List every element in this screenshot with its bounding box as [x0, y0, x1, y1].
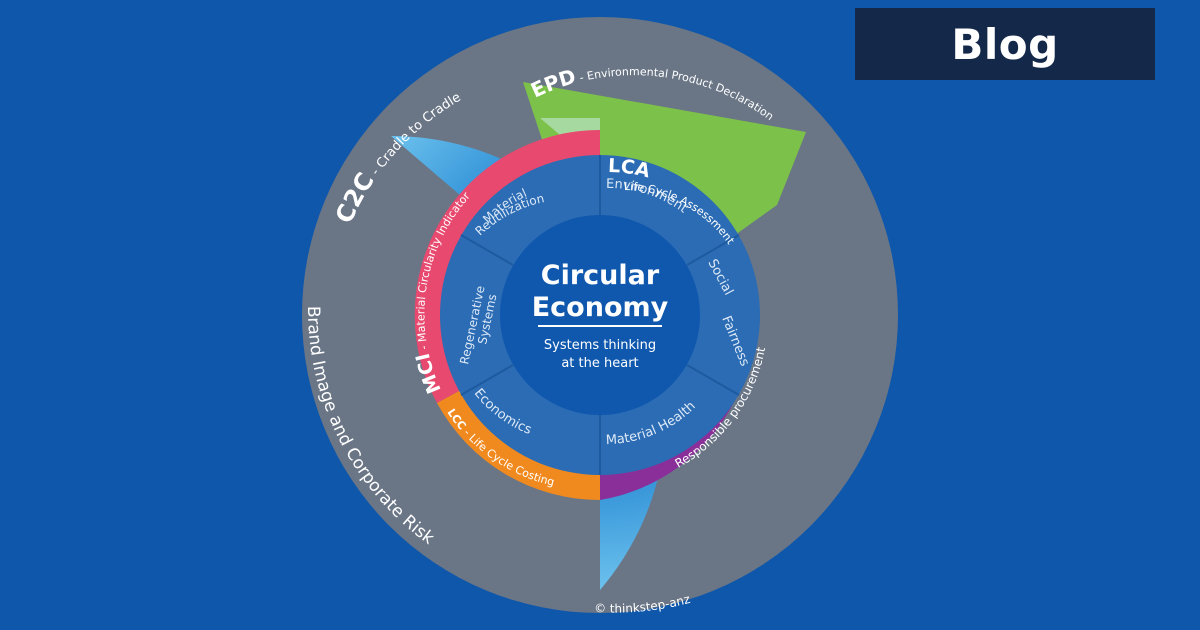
- center-title-line1: Circular: [541, 260, 660, 291]
- segment-dividers: [460, 155, 740, 475]
- core-circle: [500, 215, 700, 415]
- center-subtitle-line1: Systems thinking: [544, 338, 656, 353]
- blog-badge: Blog: [855, 8, 1155, 80]
- blog-badge-label: Blog: [951, 19, 1059, 69]
- center-subtitle-line2: at the heart: [561, 356, 638, 371]
- center-title-line2: Economy: [532, 292, 669, 323]
